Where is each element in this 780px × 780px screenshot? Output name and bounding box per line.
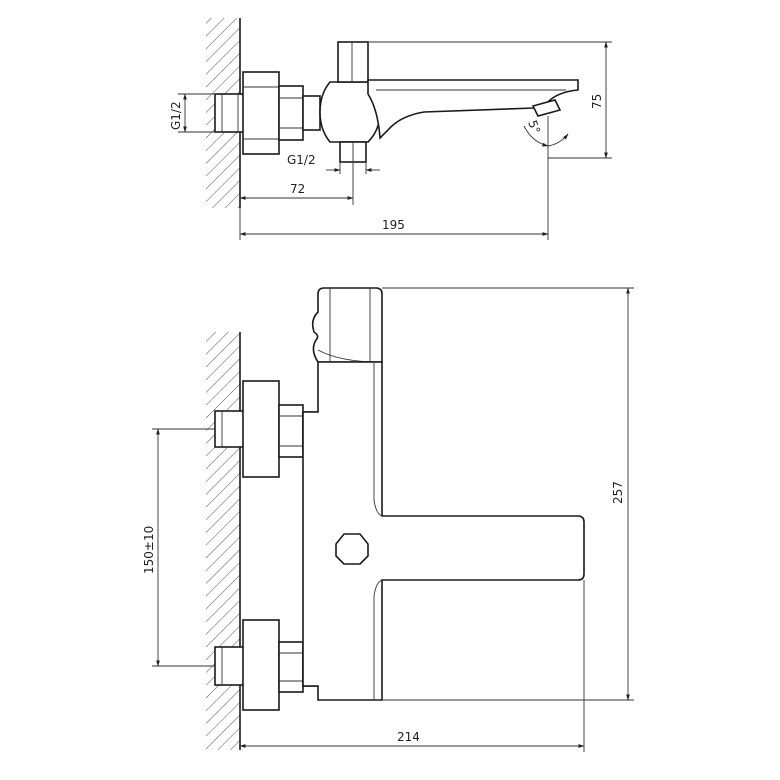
pipe-stub <box>214 93 246 133</box>
angle-label: 5° <box>525 118 543 136</box>
upper-flange <box>242 380 280 478</box>
projection-dim: 195 <box>382 218 405 232</box>
angle-arc <box>523 125 549 147</box>
centers-dim: 150±10 <box>142 526 156 574</box>
aerator <box>531 99 562 117</box>
upper-pipe-stub <box>214 410 246 448</box>
mixer-body-front <box>302 361 585 701</box>
thread-left-label: G1/2 <box>169 101 183 130</box>
lower-hex-nut <box>278 641 304 693</box>
wall-flange <box>242 71 280 155</box>
thread-bottom-label: G1/2 <box>287 153 316 167</box>
height-dim-top: 75 <box>590 94 604 109</box>
lower-flange <box>242 619 280 711</box>
side-view: 5° G1/2 G1/2 75 72 195 <box>169 18 612 240</box>
lower-pipe-stub <box>214 646 246 686</box>
wall-hatch-front <box>206 332 240 750</box>
spout-side <box>367 79 579 140</box>
eccentric-connector <box>302 95 321 131</box>
width-dim: 214 <box>397 730 420 744</box>
hex-nut <box>278 85 304 141</box>
upper-hex-nut <box>278 404 304 458</box>
handle-head-front <box>311 287 383 363</box>
lever-slot <box>335 533 369 565</box>
offset-dim: 72 <box>290 182 305 196</box>
front-view: 257 150±10 214 <box>142 287 634 752</box>
height-dim-front: 257 <box>611 481 625 504</box>
handle-cap <box>337 41 369 83</box>
